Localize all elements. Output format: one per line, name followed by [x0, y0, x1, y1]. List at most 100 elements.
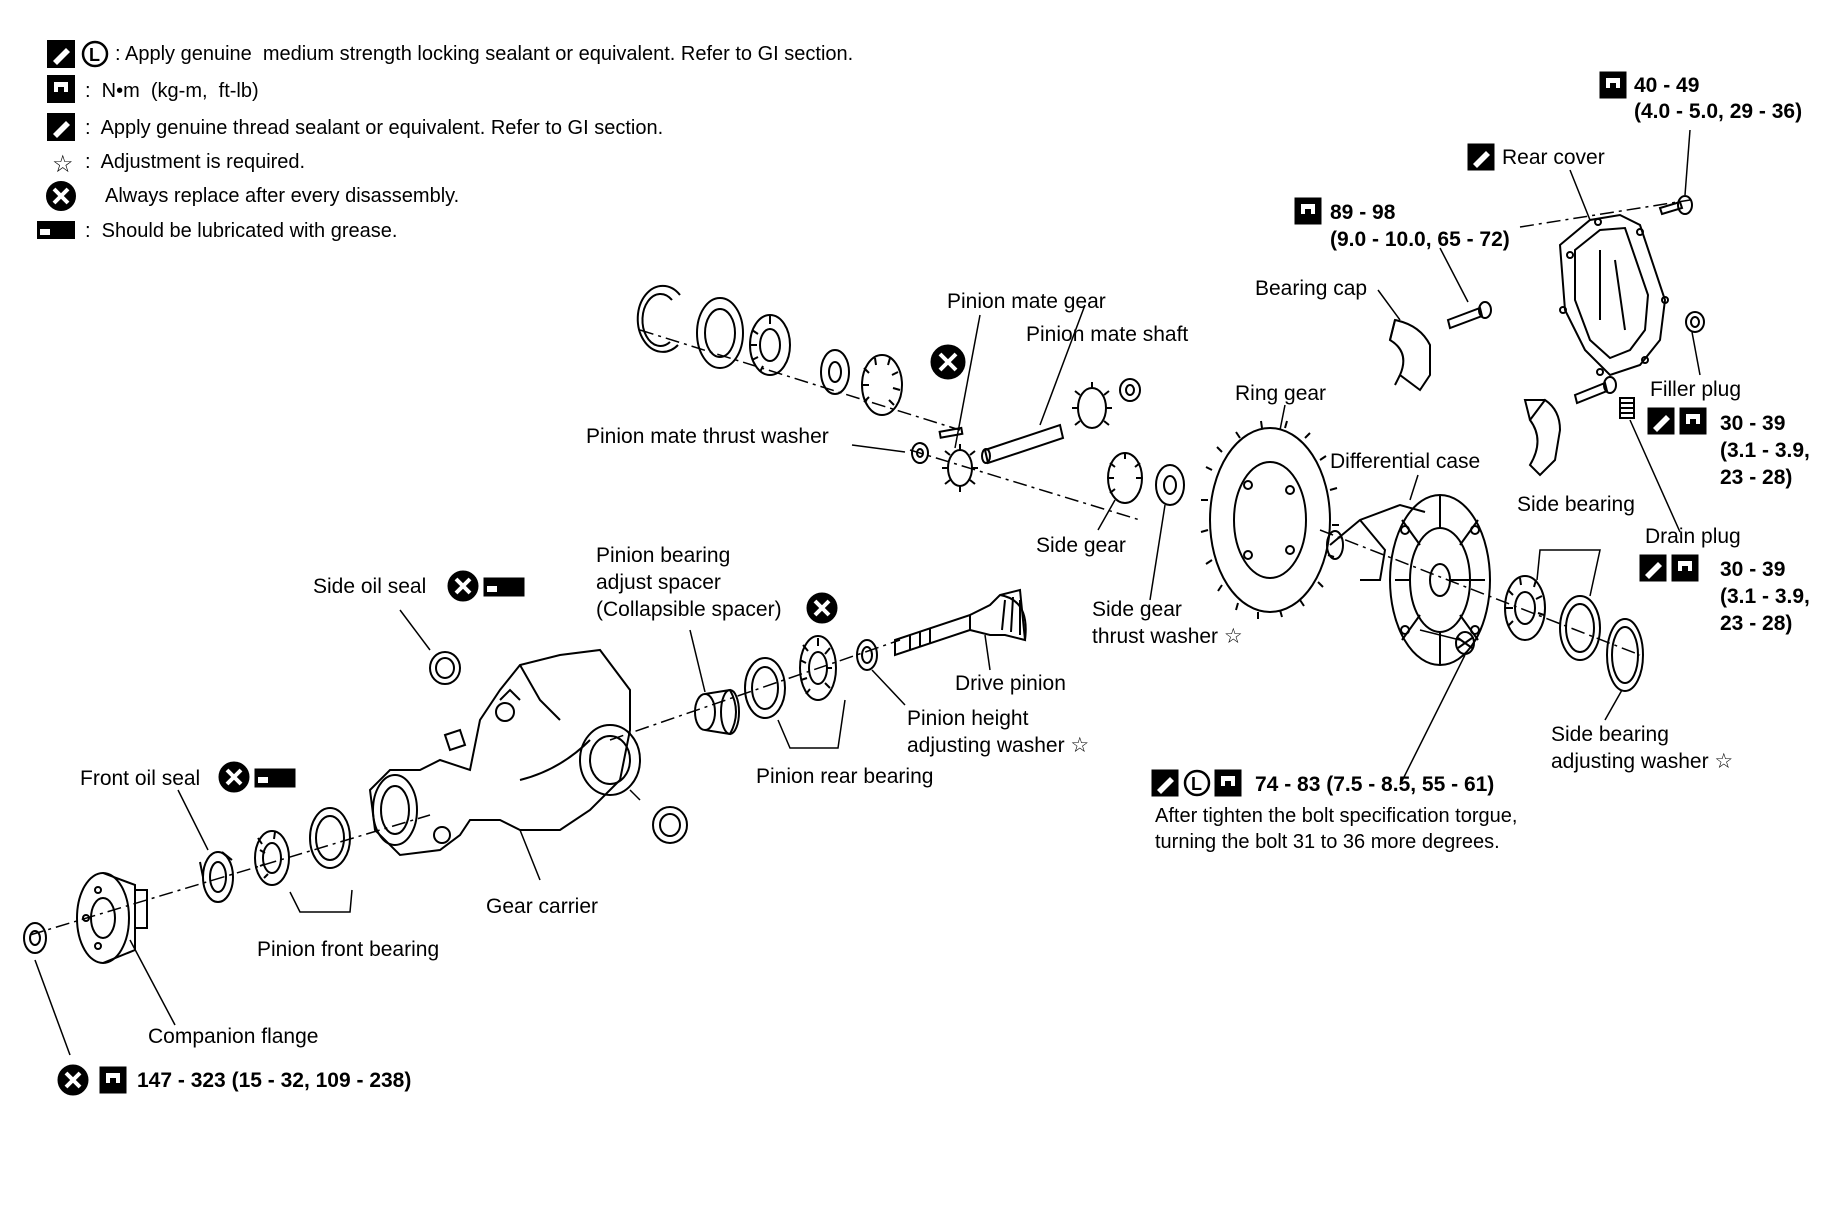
snap-ring	[636, 284, 681, 353]
companion-flange	[76, 872, 176, 1026]
ring-gear-bolt	[1399, 629, 1475, 786]
side-bearing-adj-label-2: adjusting washer ☆	[1551, 750, 1734, 773]
star-icon-1: ☆	[52, 151, 74, 178]
side-bearing-adjusting-washer	[1604, 618, 1644, 721]
drain-plug-part	[1619, 397, 1681, 533]
ring-bolt-note-2: turning the bolt 31 to 36 more degrees.	[1155, 831, 1500, 853]
bearing-cap-torque: 89 - 98	[1330, 201, 1396, 224]
flange-nut	[23, 922, 71, 1056]
replace-x-icon-nut	[57, 1064, 89, 1096]
bearing-cap-bolt-bottom	[1573, 376, 1617, 405]
legend-line-6: : Should be lubricated with grease.	[85, 220, 398, 242]
pinion-mate-shaft	[981, 304, 1086, 465]
pinion-height-label-2: adjusting washer ☆	[907, 734, 1090, 757]
legend-line-3: : Apply genuine thread sealant or equiva…	[85, 117, 664, 139]
bearing-cap-bottom	[1523, 376, 1617, 477]
torque-wrench-icon-rear-cover	[1599, 71, 1627, 99]
pinion-front-bearing	[254, 807, 353, 913]
replace-x-icon-front-oil-seal	[218, 761, 250, 793]
grease-icon-front-oil-seal	[254, 768, 296, 788]
bearing-cap-label: Bearing cap	[1255, 277, 1368, 300]
replace-x-icon-pinion-mate	[930, 344, 966, 380]
side-oil-seal-bottom	[629, 789, 688, 844]
rear-cover-bolt	[1658, 129, 1693, 216]
pinion-mate-gear-left	[942, 444, 978, 492]
torque-wrench-icon-filler	[1679, 407, 1707, 435]
side-bearing-right	[1504, 549, 1601, 661]
bearing-cap-bolt-top	[1439, 247, 1492, 330]
front-oil-seal-label: Front oil seal	[80, 767, 201, 790]
collapsible-spacer	[689, 629, 740, 736]
side-gear-thrust-label-2: thrust washer ☆	[1092, 625, 1243, 648]
front-oil-seal	[177, 789, 234, 903]
legend-line-5: Always replace after every disassembly.	[105, 185, 460, 207]
torque-wrench-icon-ring-bolt	[1214, 769, 1242, 797]
thread-sealant-icon-rear-cover	[1467, 143, 1495, 171]
filler-torque-alt-2: 23 - 28)	[1720, 466, 1793, 489]
lock-pin	[938, 426, 964, 439]
replace-x-icon-side-oil-seal	[447, 570, 479, 602]
drain-plug-label: Drain plug	[1645, 525, 1741, 548]
thread-sealant-icon-drain	[1639, 554, 1667, 582]
side-oil-seal-label: Side oil seal	[313, 575, 427, 598]
thread-sealant-icon-1	[47, 113, 75, 141]
companion-flange-label: Companion flange	[148, 1025, 319, 1048]
replace-x-icon-spacer	[806, 592, 838, 624]
side-bearing-adj-label-1: Side bearing	[1551, 723, 1669, 746]
lock-l-icon-1: L	[81, 40, 109, 68]
pinion-bearing-label-2: adjust spacer	[596, 571, 721, 594]
bearing-cap-top	[1377, 247, 1492, 392]
pinion-mate-gear-label: Pinion mate gear	[947, 290, 1106, 313]
differential-case	[1326, 474, 1491, 666]
torque-wrench-icon-drain	[1671, 554, 1699, 582]
filler-plug-part	[1685, 311, 1705, 376]
filler-torque-alt-1: (3.1 - 3.9,	[1720, 439, 1810, 462]
pinion-rear-bearing	[744, 635, 846, 749]
legend-line-1: : Apply genuine medium strength locking …	[115, 43, 854, 65]
svg-text:☆: ☆	[52, 151, 74, 178]
legend-line-4: : Adjustment is required.	[85, 151, 306, 173]
replace-x-icon-1	[46, 181, 76, 211]
filler-torque: 30 - 39	[1720, 412, 1786, 435]
side-oil-seal-top	[399, 609, 461, 685]
rear-cover-torque: 40 - 49	[1634, 74, 1700, 97]
pinion-mate-gear-right	[1072, 378, 1141, 429]
svg-text:L: L	[1191, 774, 1202, 794]
rear-cover	[1558, 169, 1669, 377]
torque-wrench-icon-nut	[99, 1066, 127, 1094]
side-bearing-race-left	[696, 297, 744, 369]
legend-icons: L ☆	[37, 40, 109, 239]
side-gear-thrust-label-1: Side gear	[1092, 598, 1182, 621]
side-gear-right	[1097, 452, 1143, 531]
filler-plug-label: Filler plug	[1650, 378, 1742, 401]
ring-gear-label: Ring gear	[1235, 382, 1327, 405]
lock-l-icon-ring-bolt: L	[1183, 769, 1211, 797]
svg-text:L: L	[89, 45, 100, 65]
grease-icon-side-oil-seal	[483, 577, 525, 597]
sealant-icon-ring-bolt	[1151, 769, 1179, 797]
rear-cover-torque-alt: (4.0 - 5.0, 29 - 36)	[1634, 100, 1803, 123]
gear-carrier-label: Gear carrier	[486, 895, 599, 918]
side-gear-thrust-washer	[1149, 464, 1185, 601]
sealant-icon-1	[47, 40, 75, 68]
pinion-height-washer	[856, 639, 906, 706]
pinion-mate-thrust-washer-label: Pinion mate thrust washer	[586, 425, 829, 448]
ring-gear	[1200, 404, 1339, 619]
pinion-bearing-label-3: (Collapsible spacer)	[596, 598, 782, 621]
bearing-cap-torque-alt: (9.0 - 10.0, 65 - 72)	[1330, 228, 1510, 251]
side-bearing-label: Side bearing	[1517, 493, 1635, 516]
legend-line-2: : N•m (kg-m, ft-lb)	[85, 80, 259, 102]
drive-pinion-label: Drive pinion	[955, 672, 1066, 695]
drive-pinion	[894, 588, 1027, 671]
grease-icon-1	[37, 221, 75, 239]
gear-carrier	[368, 648, 641, 881]
drain-torque-alt-1: (3.1 - 3.9,	[1720, 585, 1810, 608]
drain-torque-alt-2: 23 - 28)	[1720, 612, 1793, 635]
thrust-washer-left	[820, 349, 850, 395]
side-gear-label: Side gear	[1036, 534, 1126, 557]
side-bearing-left	[749, 314, 791, 376]
ring-bolt-torque: 74 - 83 (7.5 - 8.5, 55 - 61)	[1255, 773, 1495, 796]
